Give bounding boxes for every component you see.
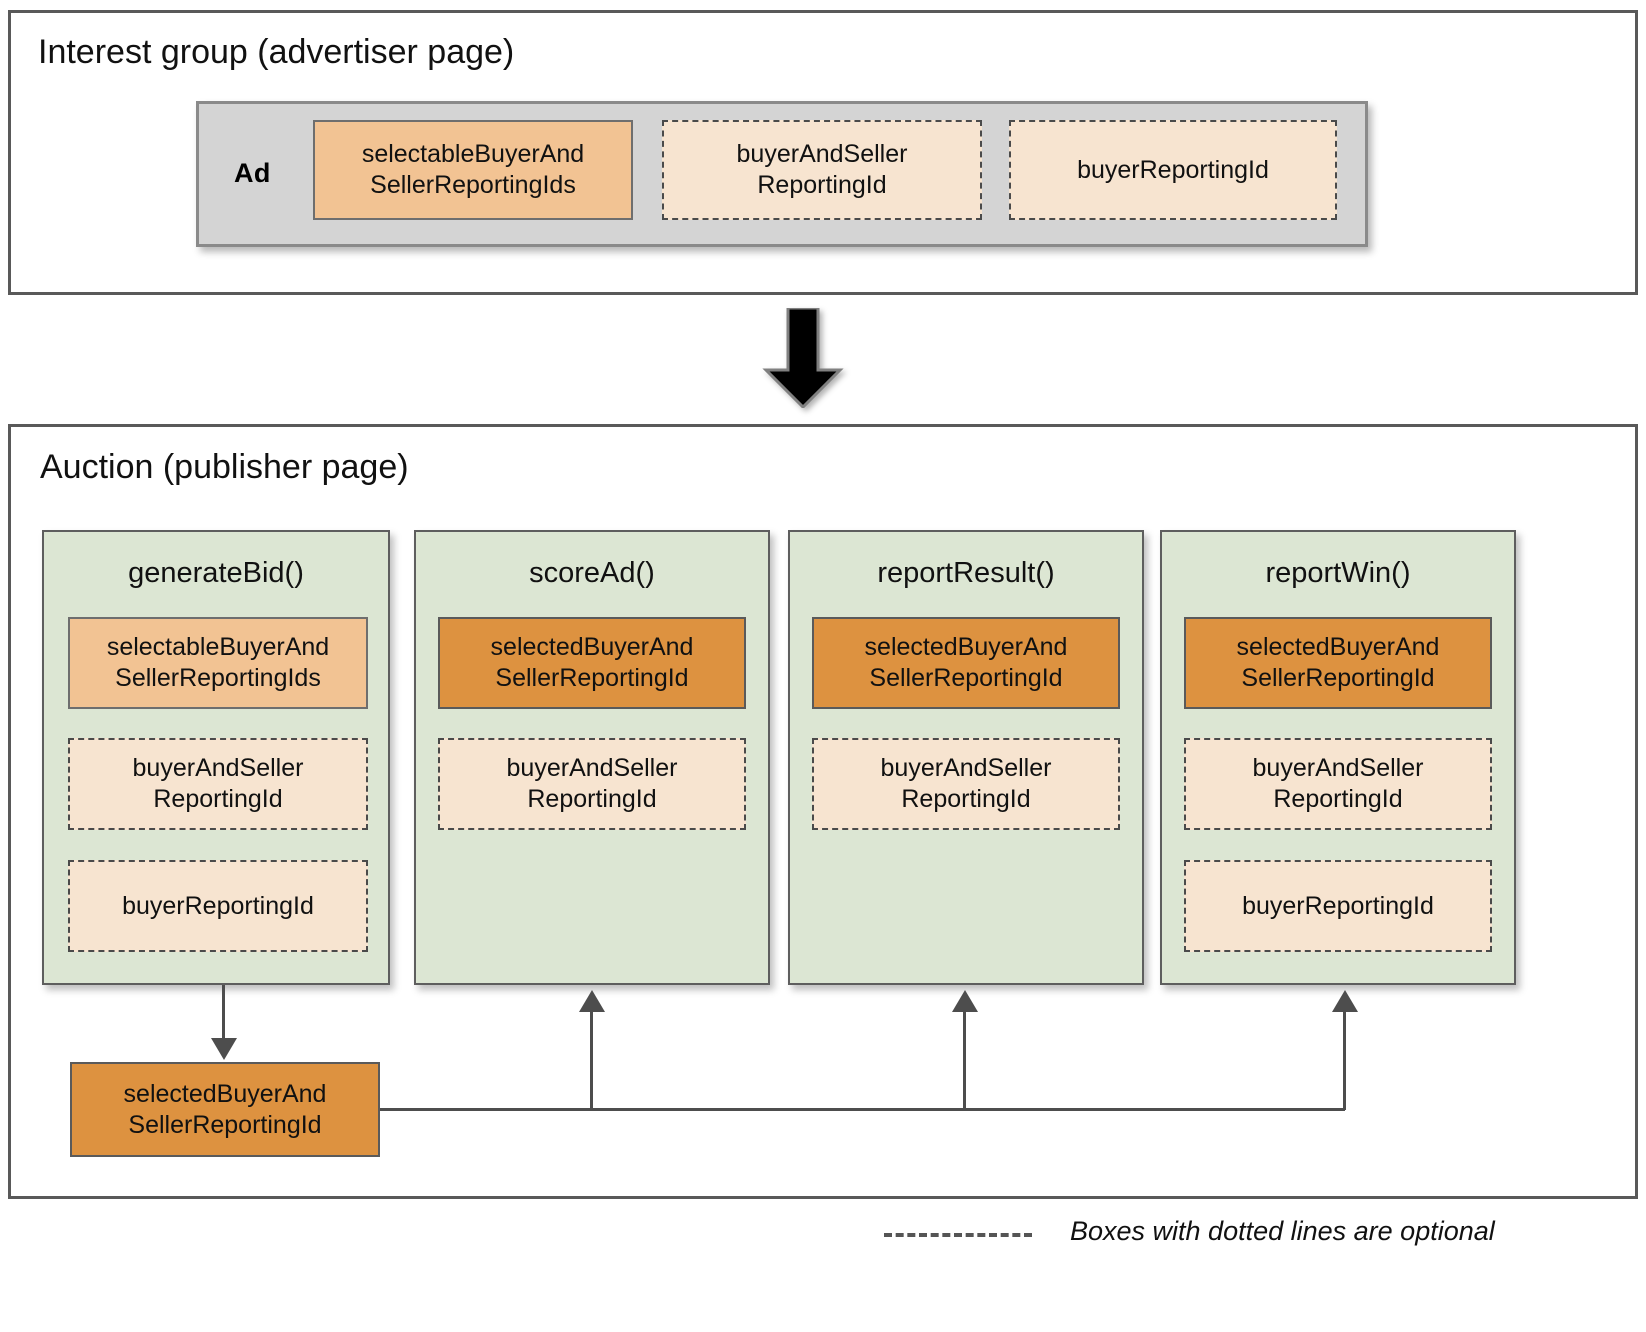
box-line2: SellerReportingId: [869, 664, 1063, 692]
auction-title: Auction (publisher page): [40, 448, 409, 486]
box-lines: buyerAndSeller ReportingId: [881, 753, 1052, 815]
flow-arrow-down-icon: [762, 308, 844, 408]
ig-box-selectable-buyer-and-seller-reporting-ids: selectableBuyerAnd SellerReportingIds: [313, 120, 633, 220]
ad-label: Ad: [234, 158, 271, 188]
box-lines: selectedBuyerAnd SellerReportingId: [491, 632, 694, 694]
box-line2: SellerReportingId: [495, 664, 689, 692]
box-line1: selectedBuyerAnd: [864, 633, 1068, 661]
rr-box-buyer-and-seller-reporting-id: buyerAndSeller ReportingId: [812, 738, 1120, 830]
function-title-generate-bid: generateBid(): [128, 557, 304, 589]
box-line2: ReportingId: [153, 785, 283, 813]
box-line2: SellerReportingId: [128, 1110, 322, 1139]
box-line2: ReportingId: [901, 785, 1031, 813]
box-line1: selectedBuyerAnd: [490, 633, 694, 661]
ig-box-buyer-and-seller-reporting-id: buyerAndSeller ReportingId: [662, 120, 982, 220]
box-lines: buyerAndSeller ReportingId: [1253, 753, 1424, 815]
ig-box-line1: buyerAndSeller: [736, 140, 908, 168]
legend-label: Boxes with dotted lines are optional: [1070, 1216, 1495, 1246]
connector-bus-to-reportwin: [1343, 1012, 1346, 1110]
box-line1: buyerAndSeller: [880, 754, 1052, 782]
box-lines: selectableBuyerAnd SellerReportingIds: [107, 632, 329, 694]
box-lines: buyerAndSeller ReportingId: [507, 753, 678, 815]
arrowhead-up-reportwin-icon: [1332, 990, 1358, 1012]
arrowhead-up-reportresult-icon: [952, 990, 978, 1012]
box-line1: buyerAndSeller: [132, 754, 304, 782]
arrowhead-up-scoread-icon: [579, 990, 605, 1012]
box-line2: ReportingId: [1273, 785, 1403, 813]
ig-box-line2: SellerReportingIds: [370, 171, 576, 199]
box-line1: selectableBuyerAnd: [106, 633, 330, 661]
box-line2: SellerReportingIds: [115, 664, 321, 692]
gb-box-buyer-and-seller-reporting-id: buyerAndSeller ReportingId: [68, 738, 368, 830]
ig-box-line1: selectableBuyerAnd: [361, 140, 585, 168]
selected-reporting-id-result-box: selectedBuyerAnd SellerReportingId: [70, 1062, 380, 1157]
rw-box-buyer-reporting-id: buyerReportingId: [1184, 860, 1492, 952]
box-lines: selectedBuyerAnd SellerReportingId: [124, 1079, 327, 1141]
ig-box-line: selectableBuyerAnd SellerReportingIds: [362, 139, 584, 201]
box-lines: selectedBuyerAnd SellerReportingId: [1237, 632, 1440, 694]
box-line1: selectedBuyerAnd: [123, 1079, 327, 1108]
box-line1: selectedBuyerAnd: [1236, 633, 1440, 661]
ig-box-buyer-reporting-id: buyerReportingId: [1009, 120, 1337, 220]
rw-box-selected-buyer-and-seller-reporting-id: selectedBuyerAnd SellerReportingId: [1184, 617, 1492, 709]
sa-box-buyer-and-seller-reporting-id: buyerAndSeller ReportingId: [438, 738, 746, 830]
interest-group-title: Interest group (advertiser page): [38, 33, 515, 71]
rw-box-buyer-and-seller-reporting-id: buyerAndSeller ReportingId: [1184, 738, 1492, 830]
function-title-score-ad: scoreAd(): [529, 557, 655, 589]
function-title-report-win: reportWin(): [1265, 557, 1411, 589]
box-line1: buyerAndSeller: [1252, 754, 1424, 782]
connector-bus-to-reportresult: [963, 1012, 966, 1110]
box-line1: buyerReportingId: [122, 891, 314, 920]
connector-bus-to-scoread: [590, 1012, 593, 1110]
box-line1: buyerReportingId: [1242, 891, 1434, 920]
box-line1: buyerAndSeller: [506, 754, 678, 782]
arrowhead-down-result-icon: [211, 1038, 237, 1060]
connector-generatebid-to-result: [222, 985, 225, 1040]
box-line2: SellerReportingId: [1241, 664, 1435, 692]
box-lines: selectedBuyerAnd SellerReportingId: [865, 632, 1068, 694]
connector-bus-horizontal: [380, 1108, 1345, 1111]
gb-box-buyer-reporting-id: buyerReportingId: [68, 860, 368, 952]
gb-box-selectable-buyer-and-seller-reporting-ids: selectableBuyerAnd SellerReportingIds: [68, 617, 368, 709]
box-lines: buyerAndSeller ReportingId: [133, 753, 304, 815]
ig-box-line2: ReportingId: [757, 171, 887, 199]
rr-box-selected-buyer-and-seller-reporting-id: selectedBuyerAnd SellerReportingId: [812, 617, 1120, 709]
function-title-report-result: reportResult(): [877, 557, 1055, 589]
legend-dashed-sample: [884, 1233, 1032, 1237]
box-line2: ReportingId: [527, 785, 657, 813]
ig-box-line: buyerAndSeller ReportingId: [737, 139, 908, 201]
ig-box-line1: buyerReportingId: [1077, 155, 1269, 184]
sa-box-selected-buyer-and-seller-reporting-id: selectedBuyerAnd SellerReportingId: [438, 617, 746, 709]
